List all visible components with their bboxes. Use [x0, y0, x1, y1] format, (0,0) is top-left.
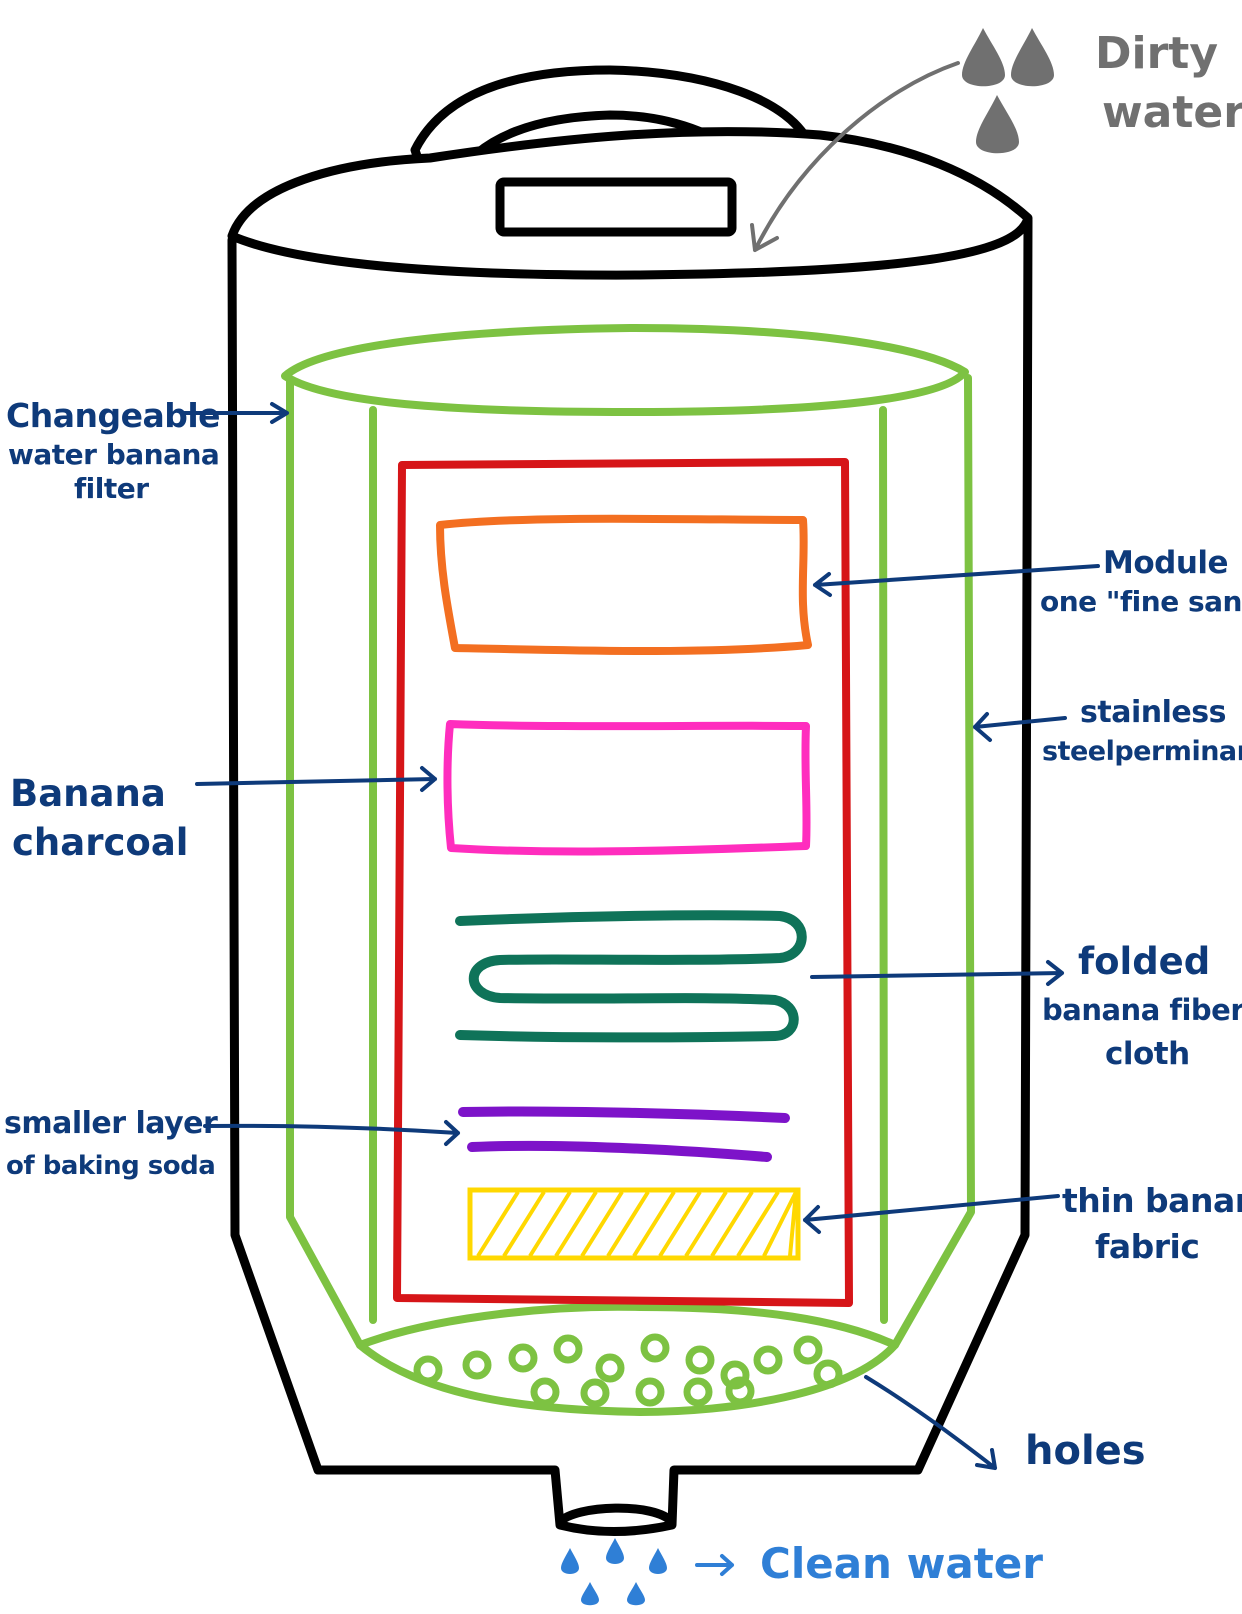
arrow-thin-fabric [803, 1194, 1060, 1234]
cartridge-outer-right [891, 374, 975, 1349]
label-banana-charcoal-1: Banana [10, 772, 166, 815]
fabric-outline [467, 1187, 801, 1261]
hatch-line [580, 1190, 624, 1258]
banana-charcoal-layer [443, 720, 811, 856]
label-clean-water: Clean water [760, 1539, 1043, 1588]
drainage-hole [595, 1353, 625, 1383]
hatch-line [684, 1190, 728, 1258]
label-changeable-filter-1: Changeable [6, 396, 220, 435]
module-frame [393, 458, 853, 1307]
baking-soda-layer [458, 1106, 790, 1162]
water-drop-icon [962, 28, 1005, 87]
label-folded-cloth-2: banana fiber [1042, 993, 1242, 1027]
water-drop-icon [581, 1582, 599, 1606]
drainage-hole [685, 1345, 715, 1375]
label-thin-fabric-1: thin banana [1062, 1181, 1242, 1220]
baking-soda-line-1 [458, 1106, 790, 1123]
label-dirty-water-2: water [1102, 87, 1242, 138]
drainage-hole [813, 1359, 843, 1389]
cartridge-outer-left [286, 376, 364, 1349]
water-drop-icon [627, 1582, 645, 1606]
hatch-line [606, 1190, 650, 1258]
drainage-hole [553, 1334, 583, 1364]
arrow-banana-charcoal [195, 766, 437, 792]
drainage-hole [640, 1333, 670, 1363]
label-banana-charcoal-2: charcoal [12, 821, 189, 864]
hatch-line [632, 1190, 676, 1258]
arrow-clean-water [695, 1554, 734, 1576]
label-stainless-2: steelperminant [1042, 736, 1242, 767]
arrow-changeable-filter [180, 402, 289, 424]
label-changeable-filter-3: filter [74, 472, 149, 505]
thin-banana-fabric-layer [467, 1187, 801, 1261]
hatch-line [528, 1190, 572, 1258]
arrow-holes [864, 1375, 997, 1470]
lid-slot [495, 177, 737, 237]
drainage-hole [413, 1355, 443, 1385]
label-folded-cloth-1: folded [1078, 940, 1210, 983]
outer-container [227, 65, 1033, 1536]
dirty-water-arrow [750, 61, 960, 252]
water-drop-icon [606, 1538, 624, 1564]
label-folded-cloth-3: cloth [1105, 1036, 1190, 1072]
hatch-line [710, 1190, 754, 1258]
hatch-line [762, 1191, 798, 1257]
water-drop-icon [649, 1548, 667, 1574]
label-changeable-filter-2: water banana [8, 438, 219, 471]
hatch-line [788, 1191, 798, 1257]
label-holes: holes [1025, 1428, 1146, 1474]
label-dirty-water-1: Dirty [1095, 28, 1218, 79]
arrow-folded-cloth [810, 960, 1064, 986]
water-drop-icon [561, 1548, 579, 1574]
drainage-hole [793, 1335, 823, 1365]
drainage-hole [580, 1378, 610, 1408]
folded-banana-fiber-cloth [455, 910, 807, 1043]
banana-filter-cartridge [281, 324, 975, 1416]
water-drop-icon [976, 95, 1019, 154]
drainage-hole [753, 1345, 783, 1375]
baking-soda-line-2 [467, 1140, 772, 1162]
fabric-hatching [476, 1190, 798, 1258]
label-baking-soda-2: of baking soda [6, 1151, 215, 1181]
container-body [227, 215, 1033, 1536]
drainage-hole [635, 1377, 665, 1407]
hatch-line [476, 1190, 520, 1258]
hatch-line [736, 1190, 780, 1258]
drainage-holes [413, 1333, 843, 1408]
arrow-stainless [973, 712, 1067, 742]
fine-sand-layer [436, 514, 812, 656]
drainage-hole [530, 1377, 560, 1407]
cartridge-inner-right [879, 406, 888, 1324]
drainage-hole [683, 1377, 713, 1407]
label-module-one-1: Module [1103, 545, 1228, 581]
hatch-line [554, 1190, 598, 1258]
outlet-nozzle [555, 1503, 677, 1527]
drainage-hole [725, 1376, 755, 1406]
label-module-one-2: one "fine sand" [1040, 585, 1242, 618]
drainage-hole [508, 1343, 538, 1373]
hatch-line [658, 1190, 702, 1258]
clean-water-drops [561, 1538, 667, 1606]
label-thin-fabric-2: fabric [1095, 1227, 1199, 1266]
water-drop-icon [1011, 28, 1054, 87]
drainage-hole [720, 1360, 750, 1390]
cartridge-base [356, 1302, 899, 1416]
label-stainless-1: stainless [1080, 695, 1226, 730]
hatch-line [502, 1190, 546, 1258]
dirty-water-drops [962, 28, 1054, 154]
arrow-baking-soda [203, 1120, 460, 1146]
drainage-hole [462, 1350, 492, 1380]
arrow-module-one [813, 564, 1100, 597]
cartridge-top-rim [281, 324, 969, 416]
label-baking-soda-1: smaller layer [4, 1106, 218, 1141]
